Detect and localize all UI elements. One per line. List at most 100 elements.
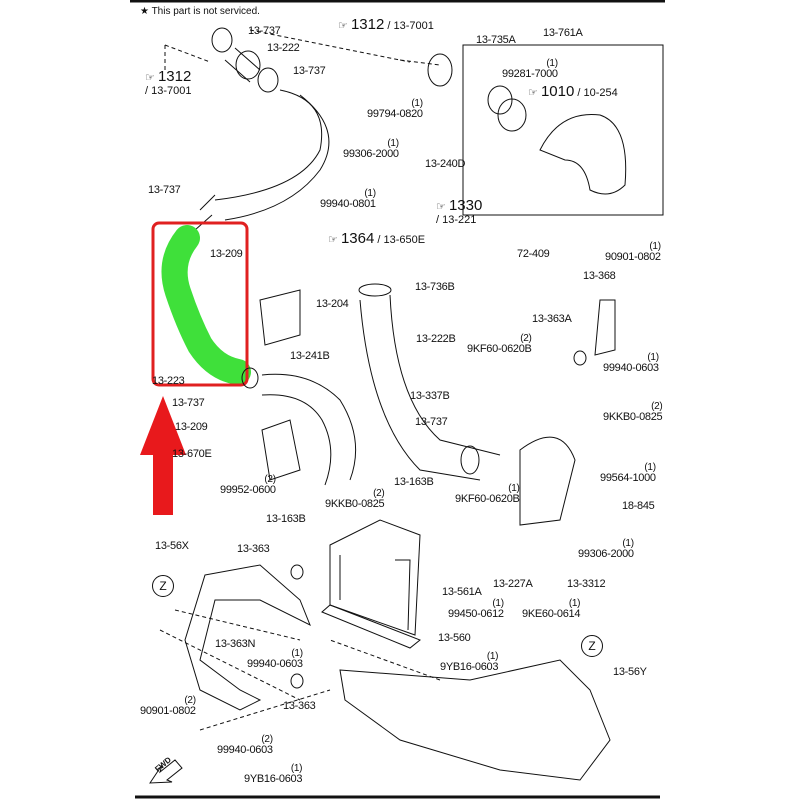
part-label-13-163b: 13-163B: [394, 476, 434, 488]
marker-z-left: Z: [152, 575, 174, 597]
part-label-99940-0801: 99940-0801(1): [320, 188, 376, 210]
part-number: 13-670E: [172, 448, 212, 460]
ref-1364[interactable]: ☞ 1364 / 13-650E: [328, 230, 426, 247]
part-label-99952-0600: 99952-0600(2): [220, 474, 276, 496]
part-quantity: (2): [261, 734, 273, 745]
inset-box-13-761A: [462, 44, 664, 216]
pipe-13-222B: [359, 294, 501, 481]
part-number: 90901-0802: [605, 251, 661, 263]
part-label-13-368: 13-368: [583, 270, 616, 282]
part-label-72-409: 72-409: [517, 248, 550, 260]
part-label-13-204: 13-204: [316, 298, 349, 310]
bushing-13-363A: [573, 350, 587, 366]
part-number: 99450-0612: [448, 608, 504, 620]
part-number: 13-737: [248, 25, 281, 37]
leader-dashed: [159, 609, 441, 731]
clamp-13-737: [241, 367, 259, 389]
red-arrow-up: [140, 396, 186, 515]
part-number: 13-222B: [416, 333, 456, 345]
pointing-hand-icon: ☞: [328, 234, 338, 246]
clamp-13-735A: [427, 53, 453, 87]
part-quantity: (2): [184, 695, 196, 706]
part-label-13-163b: 13-163B: [266, 513, 306, 525]
part-number: 18-845: [622, 500, 655, 512]
part-label-99450-0612: 99450-0612(1): [448, 598, 504, 620]
ref-1330[interactable]: ☞ 1330/ 13-221: [436, 197, 483, 226]
part-label-13-363: 13-363: [237, 543, 270, 555]
part-quantity: (1): [647, 352, 659, 363]
part-number: 13-56Y: [613, 666, 647, 678]
part-label-9kf60-0620b: 9KF60-0620B(1): [455, 483, 520, 505]
part-quantity: (1): [387, 138, 399, 149]
part-number: 13-363A: [532, 313, 572, 325]
part-number: 72-409: [517, 248, 550, 260]
part-number: 9KKB0-0825: [325, 498, 385, 510]
part-quantity: (2): [264, 474, 276, 485]
part-label-13-737: 13-737: [293, 65, 326, 77]
part-label-9kkb0-0825: 9KKB0-0825(2): [325, 488, 385, 510]
part-label-90901-0802: 90901-0802(1): [605, 241, 661, 263]
part-number: 9KF60-0620B: [455, 493, 520, 505]
clamp-13-736B: [358, 283, 392, 297]
part-number: 99940-0603: [217, 744, 273, 756]
part-label-99940-0603: 99940-0603(2): [217, 734, 273, 756]
ref-1312-left[interactable]: ☞ 1312/ 13-7001: [145, 68, 192, 97]
part-label-99306-2000: 99306-2000(1): [578, 538, 634, 560]
part-number: 13-241B: [290, 350, 330, 362]
part-label-9yb16-0603: 9YB16-0603(1): [244, 763, 302, 785]
ref-1010[interactable]: ☞ 1010 / 10-254: [528, 83, 618, 100]
part-label-13-209: 13-209: [210, 248, 243, 260]
bracket-13-3312: [519, 436, 576, 526]
part-quantity: (1): [486, 651, 499, 662]
part-label-9kf60-0620b: 9KF60-0620B(2): [467, 333, 532, 355]
fwd-arrow-icon: [149, 759, 183, 784]
part-label-99564-1000: 99564-1000(1): [600, 462, 656, 484]
part-label-13-737: 13-737: [415, 416, 448, 428]
part-quantity: (1): [492, 598, 504, 609]
part-quantity: (2): [373, 488, 385, 499]
part-number: 99940-0801: [320, 198, 376, 210]
part-label-9ke60-0614: 9KE60-0614(1): [522, 598, 581, 620]
part-number: 13-204: [316, 298, 349, 310]
clamp-13-737: [460, 445, 480, 475]
part-label-13-227a: 13-227A: [493, 578, 533, 590]
bushing-13-363: [290, 564, 304, 580]
part-quantity: (1): [546, 58, 558, 69]
part-label-13-363a: 13-363A: [532, 313, 572, 325]
bracket-13-368: [594, 299, 616, 356]
part-label-9kkb0-0825: 9KKB0-0825(2): [603, 401, 663, 423]
part-label-13-737: 13-737: [248, 25, 281, 37]
duct-13-56Y: [339, 659, 611, 781]
part-label-13-737: 13-737: [148, 184, 181, 196]
part-label-13-222: 13-222: [267, 42, 300, 54]
part-number: 9YB16-0603: [440, 661, 499, 673]
part-number: 13-163B: [394, 476, 434, 488]
part-quantity: (1): [411, 98, 423, 109]
part-number: 13-223: [152, 375, 185, 387]
part-quantity: (1): [290, 763, 303, 774]
part-quantity: (1): [649, 241, 661, 252]
part-number: 9KE60-0614: [522, 608, 581, 620]
part-number: 13-737: [148, 184, 181, 196]
pointing-hand-icon: ☞: [338, 20, 348, 32]
hose-13-223-highlight: [161, 225, 251, 385]
part-label-13-223: 13-223: [152, 375, 185, 387]
part-quantity: (2): [651, 401, 663, 412]
not-serviced-note: ★ This part is not serviced.: [140, 6, 260, 17]
part-quantity: (1): [622, 538, 634, 549]
part-number: 13-737: [172, 397, 205, 409]
part-number: 99940-0603: [247, 658, 303, 670]
part-number: 13-368: [583, 270, 616, 282]
part-label-13-222b: 13-222B: [416, 333, 456, 345]
ref-1312-top[interactable]: ☞ 1312 / 13-7001: [338, 16, 434, 33]
bracket-13-204: [259, 289, 301, 346]
part-label-99940-0603: 99940-0603(1): [247, 648, 303, 670]
part-number: 13-209: [210, 248, 243, 260]
part-label-13-241b: 13-241B: [290, 350, 330, 362]
part-number: 13-363: [283, 700, 316, 712]
bushing-13-363: [290, 673, 304, 689]
pipe-13-240D: [194, 27, 330, 231]
part-number: 13-222: [267, 42, 300, 54]
part-number: 13-227A: [493, 578, 533, 590]
